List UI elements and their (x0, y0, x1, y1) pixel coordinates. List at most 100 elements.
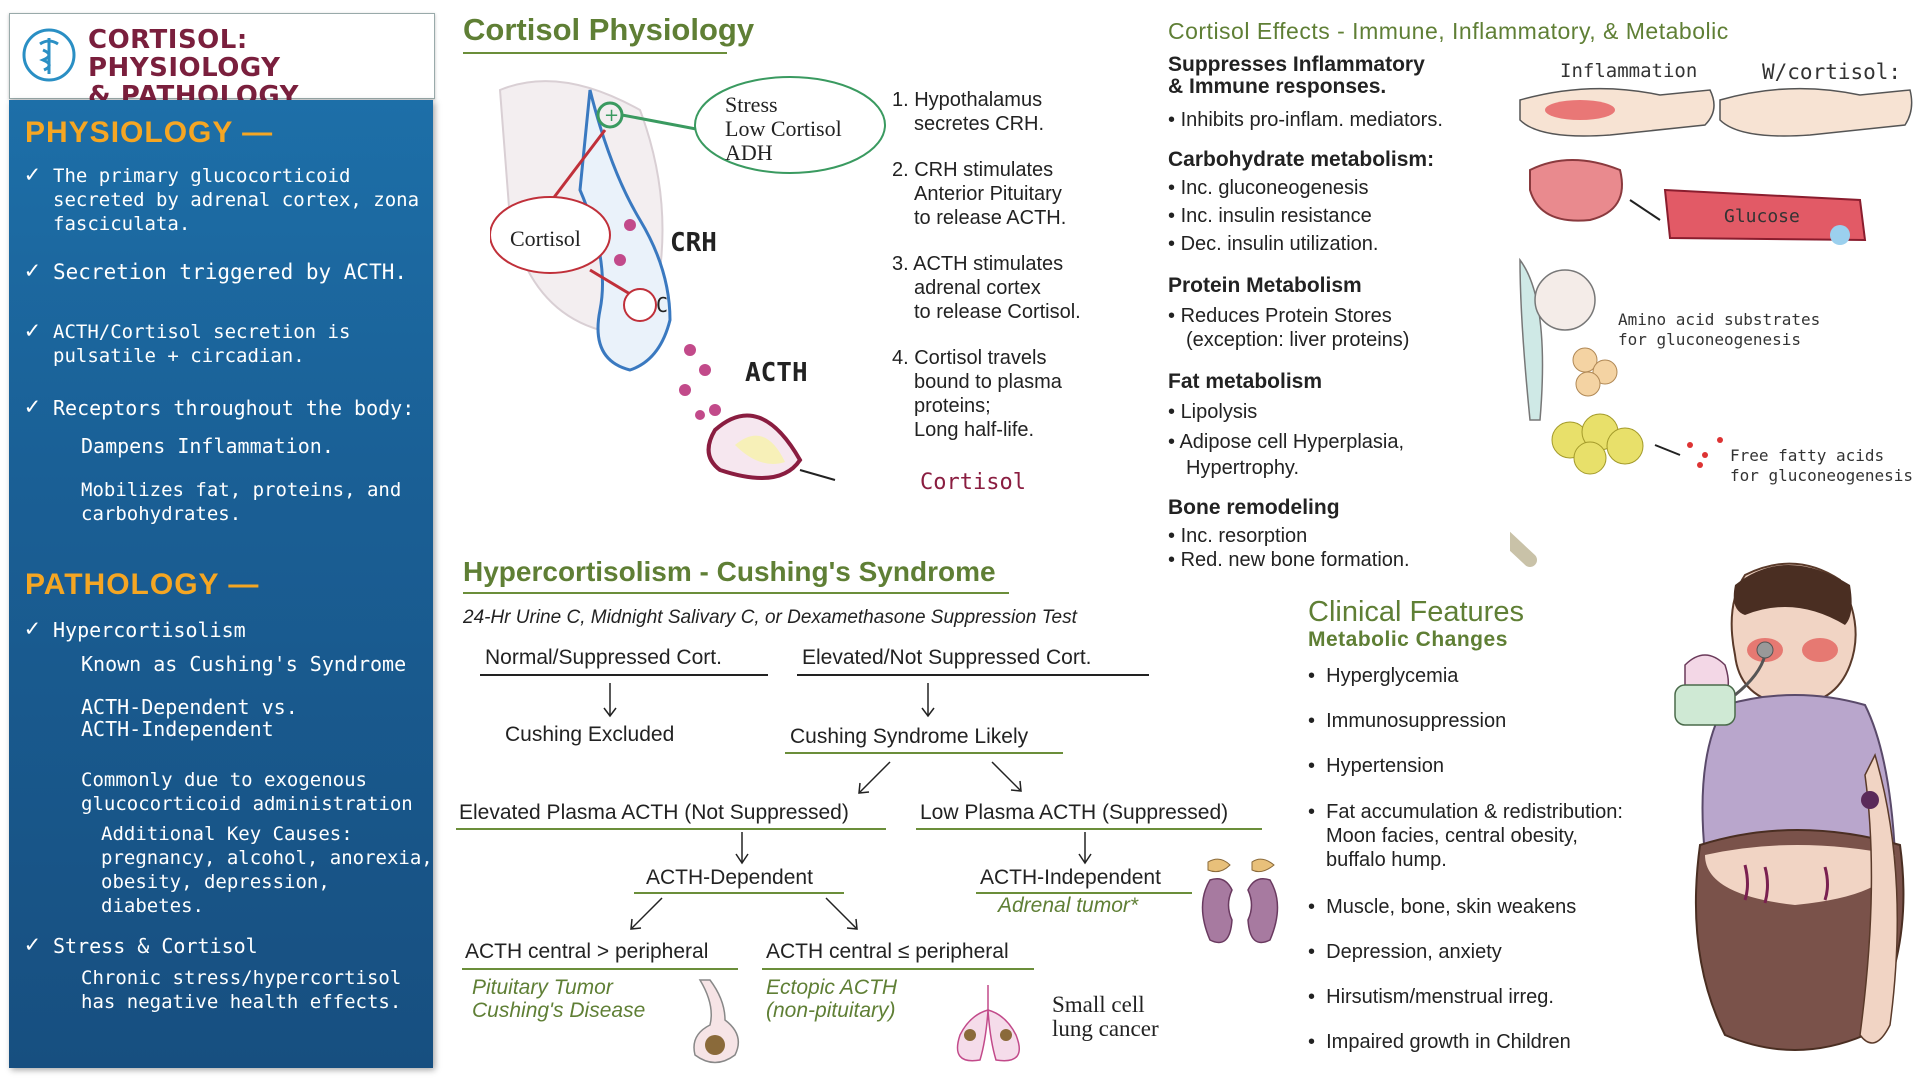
step-2-line-2: Anterior Pituitary (914, 183, 1062, 205)
acth-dependent-label: ACTH-Dependent (646, 866, 813, 889)
clinical-item-4: • Fat accumulation & redistribution: Moo… (1308, 801, 1623, 871)
step-2: 2. CRH stimulates Anterior Pituitary to … (892, 158, 1066, 230)
clinical-item-6-text: Depression, anxiety (1326, 941, 1502, 963)
cortisol-output-label: Cortisol (920, 470, 1026, 495)
divider-line (976, 892, 1192, 894)
phys-item-4: Receptors throughout the body: (53, 396, 415, 420)
stress-bubble-line-1: Stress (725, 92, 778, 117)
path-item-1-sub-2-line-2: ACTH-Independent (81, 717, 274, 741)
step-2-line-1: 2. CRH stimulates (892, 159, 1054, 181)
free-fatty-acids-label-line-1: Free fatty acids (1730, 446, 1885, 465)
effect-group-2-item-3: • Dec. insulin utilization. (1168, 233, 1379, 255)
step-3-line-2: adrenal cortex (914, 277, 1041, 299)
clinical-item-1: • Hyperglycemia (1308, 665, 1459, 687)
metabolic-effects-illustrations-icon (1510, 87, 1913, 567)
stress-bubble-text: Stress Low Cortisol ADH (725, 93, 842, 165)
divider-line (480, 674, 768, 676)
caduceus-logo-icon (22, 28, 76, 82)
clinical-item-4-line-2: Moon facies, central obesity, (1326, 825, 1578, 847)
crh-label: CRH (670, 228, 717, 258)
kidneys-adrenal-icon (1201, 858, 1279, 944)
path-item-2-sub-line-1: Chronic stress/hypercortisol (81, 967, 402, 989)
path-item-1-sub-3-line-2: glucocorticoid administration (81, 793, 413, 815)
checkmark-icon: ✓ (25, 392, 40, 420)
path-item-2-sub-line-2: has negative health effects. (81, 991, 402, 1013)
acth-central-greater-label: ACTH central > peripheral (465, 940, 709, 963)
step-2-line-3: to release ACTH. (914, 207, 1067, 229)
effect-group-4-item-1-text: Lipolysis (1180, 401, 1258, 423)
checkmark-icon: ✓ (25, 614, 40, 642)
pituitary-tumor-line-1: Pituitary Tumor (472, 976, 613, 999)
effect-group-2-item-1: • Inc. gluconeogenesis (1168, 177, 1369, 199)
hpa-axis-illustration-icon: + (490, 76, 886, 481)
cushing-section-heading: Hypercortisolism - Cushing's Syndrome (463, 556, 996, 587)
with-cortisol-label: W/cortisol: (1762, 60, 1902, 84)
physiology-heading: PHYSIOLOGY — (25, 116, 274, 149)
path-item-1-sub-4-line-3: obesity, depression, diabetes. (101, 871, 330, 917)
step-4-line-1: 4. Cortisol travels (892, 347, 1047, 369)
ectopic-acth-label: Ectopic ACTH (non-pituitary) (766, 976, 897, 1022)
step-1-line-1: 1. Hypothalamus (892, 89, 1043, 111)
phys-item-2: Secretion triggered by ACTH. (53, 260, 408, 284)
cushing-patient-figure-icon (1674, 562, 1905, 1051)
effect-group-3-item-2: (exception: liver proteins) (1186, 329, 1410, 351)
effect-group-2-item-1-text: Inc. gluconeogenesis (1180, 177, 1369, 199)
phys-item-1-line-2: secreted by adrenal cortex, zona (53, 189, 420, 211)
effect-group-1-title: Suppresses Inflammatory & Immune respons… (1168, 54, 1425, 98)
effect-group-5-item-1-text: Inc. resorption (1180, 525, 1308, 547)
checkmark-icon: ✓ (25, 930, 40, 958)
page-title: CORTISOL: PHYSIOLOGY & PATHOLOGY (88, 26, 434, 110)
phys-item-1-line-3: fasciculata. (53, 213, 191, 235)
c-label: C (656, 293, 669, 317)
effect-group-4-title: Fat metabolism (1168, 370, 1323, 393)
divider-line (916, 828, 1262, 830)
checkmark-icon: ✓ (25, 160, 40, 188)
path-item-2: Stress & Cortisol (53, 934, 258, 958)
effect-group-3-item-1-text: Reduces Protein Stores (1180, 305, 1392, 327)
clinical-features-heading: Clinical Features (1308, 596, 1524, 628)
glucose-label: Glucose (1724, 206, 1800, 227)
path-item-1-sub-3-line-1: Commonly due to exogenous (81, 769, 367, 791)
divider-line (456, 828, 886, 830)
adrenal-tumor-label: Adrenal tumor* (998, 894, 1139, 917)
effect-group-5-item-1: • Inc. resorption (1168, 525, 1308, 547)
acth-central-lesser-label: ACTH central ≤ peripheral (766, 940, 1009, 963)
title-box: CORTISOL: PHYSIOLOGY & PATHOLOGY (9, 13, 435, 110)
sidebar-panel: PHYSIOLOGY — ✓ The primary glucocorticoi… (9, 100, 433, 1068)
effect-group-4-item-1: • Lipolysis (1168, 401, 1258, 423)
acth-independent-label: ACTH-Independent (980, 866, 1161, 889)
small-cell-line-1: Small cell (1052, 992, 1145, 1017)
pituitary-gland-icon (693, 979, 740, 1064)
effect-group-4-item-2-text: Adipose cell Hyperplasia, (1179, 431, 1405, 453)
path-item-1-sub-1: Known as Cushing's Syndrome (81, 652, 407, 676)
clinical-item-3: • Hypertension (1308, 755, 1444, 777)
path-item-1-sub-4: Additional Key Causes: pregnancy, alcoho… (101, 822, 433, 918)
phys-item-4-sub-2-line-1: Mobilizes fat, proteins, and (81, 479, 402, 501)
acth-label: ACTH (745, 358, 808, 388)
effect-group-1-title-line-1: Suppresses Inflammatory (1168, 53, 1425, 76)
effects-section-heading: Cortisol Effects - Immune, Inflammatory,… (1168, 18, 1729, 44)
cushing-likely-label: Cushing Syndrome Likely (790, 725, 1029, 748)
checkmark-icon: ✓ (25, 316, 40, 344)
stress-bubble-line-3: ADH (725, 140, 773, 165)
divider-line (785, 752, 1063, 754)
path-item-1-sub-3: Commonly due to exogenous glucocorticoid… (81, 768, 413, 816)
effect-group-1-item-1: • Inhibits pro-inflam. mediators. (1168, 109, 1443, 131)
effect-group-5-title: Bone remodeling (1168, 496, 1340, 519)
amino-acid-label: Amino acid substrates for gluconeogenesi… (1618, 310, 1820, 350)
clinical-item-7-text: Hirsutism/menstrual irreg. (1326, 986, 1554, 1008)
pathology-heading: PATHOLOGY — (25, 568, 260, 601)
small-cell-label: Small cell lung cancer (1052, 993, 1159, 1041)
effect-group-1-title-line-2: & Immune responses. (1168, 75, 1387, 98)
divider-line (797, 674, 1149, 676)
phys-item-3-line-2: pulsatile + circadian. (53, 345, 305, 367)
effect-group-3-title: Protein Metabolism (1168, 274, 1362, 297)
divider-line (634, 892, 844, 894)
step-4: 4. Cortisol travels bound to plasma prot… (892, 346, 1062, 442)
diagnostic-tests-text: 24-Hr Urine C, Midnight Salivary C, or D… (463, 607, 1077, 628)
ectopic-acth-line-2: (non-pituitary) (766, 999, 896, 1022)
phys-item-1-line-1: The primary glucocorticoid (53, 165, 351, 187)
heading-underline (463, 52, 727, 54)
stress-bubble-line-2: Low Cortisol (725, 116, 842, 141)
clinical-item-7: • Hirsutism/menstrual irreg. (1308, 986, 1554, 1008)
